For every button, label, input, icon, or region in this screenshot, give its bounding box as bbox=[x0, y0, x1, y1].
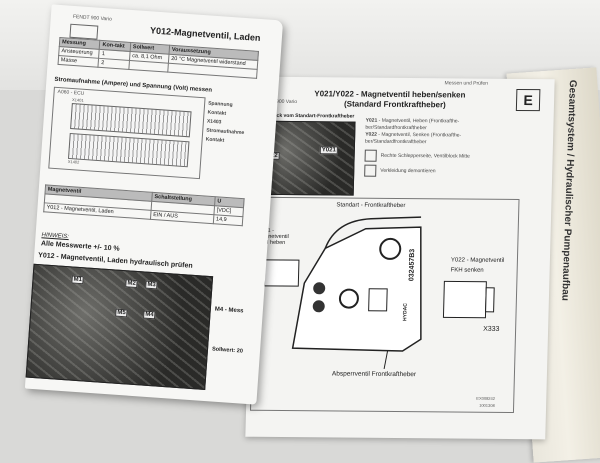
hint-text: Alle Messwerte +/- 10 % bbox=[40, 240, 120, 253]
section-letter: E bbox=[515, 88, 541, 112]
valve-photo: M1 M2 M3 M5 M4 bbox=[25, 263, 214, 391]
photo-tag: M5 bbox=[115, 308, 128, 318]
connector-label: X1402 bbox=[67, 158, 80, 165]
photo-tag: M2 bbox=[125, 279, 139, 289]
tractor-side-icon bbox=[364, 149, 377, 162]
connector-x1402 bbox=[67, 132, 190, 168]
ecu-label: A060 - ECU bbox=[57, 89, 85, 97]
connector-x1401 bbox=[70, 103, 192, 138]
right-page: Messen und Prüfen E FENDT 900 Vario Y021… bbox=[245, 76, 555, 440]
block-part-number: 032457B3 bbox=[408, 248, 417, 282]
valve-diagram: Standart - Frontkraftheber Y021 - Magnet… bbox=[250, 196, 520, 414]
connector-label: X1401 bbox=[71, 97, 84, 103]
desc-item: Y021 - Magnetventil, Heben (Frontkrafthe… bbox=[365, 117, 460, 132]
left-page: FENDT 900 Vario Y012-Magnetventil, Laden… bbox=[24, 4, 284, 405]
valve-block-drawing bbox=[263, 216, 495, 369]
section-header: Messen und Prüfen bbox=[444, 80, 488, 87]
photo-tag: Y021 bbox=[319, 146, 338, 155]
page-subtitle: (Standard Frontkraftheber) bbox=[343, 99, 446, 110]
brand-logo: HYDAC bbox=[402, 303, 409, 321]
step-item: Rechte Schlepperseite, Ventilblock Mitte bbox=[364, 149, 495, 163]
step-item: Verkleidung demontieren bbox=[364, 164, 494, 178]
photo-tag: M3 bbox=[145, 280, 158, 290]
model-label: FENDT 900 Vario bbox=[72, 13, 113, 23]
page-title: Y012-Magnetventil, Laden bbox=[149, 25, 261, 44]
hint-label: HINWEIS: bbox=[41, 232, 70, 241]
desc-item: Y022 - Magnetventil, Senken (Frontkrafth… bbox=[364, 131, 462, 146]
ecu-diagram: A060 - ECU X1401 X1402 bbox=[48, 86, 206, 180]
sollwert-label: Sollwert: 20 bbox=[211, 346, 244, 355]
description: Y021 - Magnetventil, Heben (Frontkrafthe… bbox=[364, 118, 495, 178]
photo-tag: M4 bbox=[143, 310, 156, 320]
wrench-icon bbox=[364, 164, 377, 177]
photo-tag: M1 bbox=[71, 275, 85, 285]
m4-label: M4 - Mess bbox=[214, 306, 244, 315]
page-title: Y021/Y022 - Magnetventil heben/senken bbox=[314, 89, 466, 100]
